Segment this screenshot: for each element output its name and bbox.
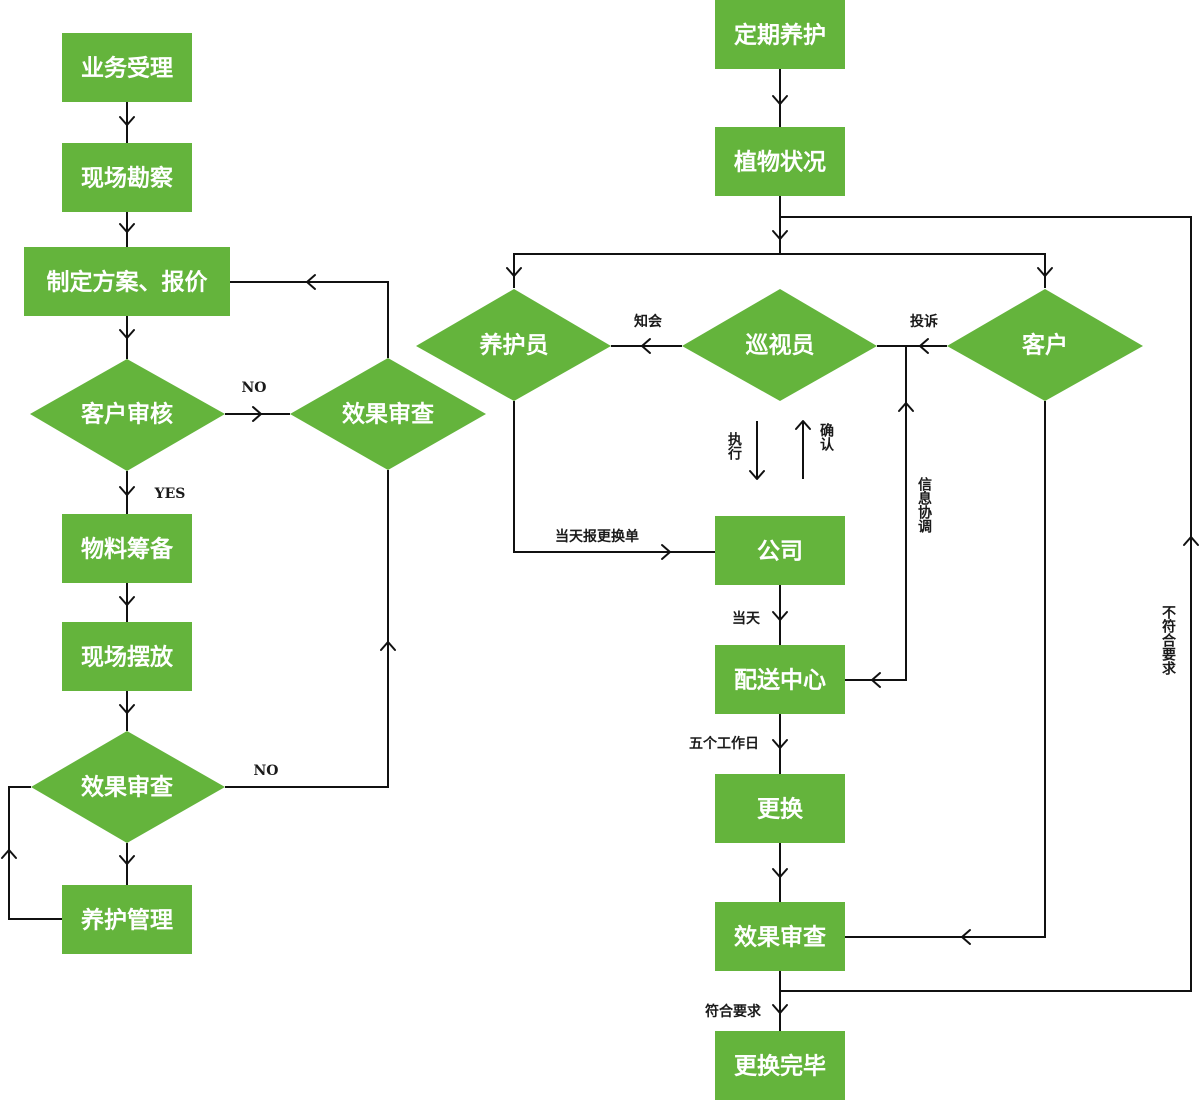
node-label: 效果审查 — [81, 774, 173, 801]
node-label: 巡视员 — [746, 332, 815, 359]
node-xianchang-baifang: 现场摆放 — [62, 622, 192, 691]
node-label: 更换 — [757, 796, 804, 823]
arrow-down-icon — [772, 739, 788, 749]
edge-xinxi-xietiao — [845, 346, 907, 681]
node-kehu: 客户 — [947, 289, 1143, 401]
node-xiaoguo-shencha-top: 效果审查 — [290, 358, 486, 470]
node-label: 业务受理 — [81, 55, 173, 82]
arrow-down-icon — [119, 596, 135, 606]
arrow-down-icon — [119, 116, 135, 126]
edge-shencha-left-no — [225, 470, 389, 788]
node-label: 客户审核 — [81, 401, 173, 428]
label-xinxi-xietiao: 信息协调 — [916, 476, 932, 534]
edge-split-branches — [513, 253, 1046, 288]
node-label: 效果审查 — [734, 924, 826, 951]
node-label: 定期养护 — [734, 22, 826, 49]
node-label: 现场勘察 — [81, 165, 174, 192]
node-label: 物料筹备 — [81, 536, 174, 563]
edge-bufuhe-loop — [780, 216, 1192, 992]
arrow-left-icon — [961, 929, 971, 945]
arrow-right-icon — [661, 544, 671, 560]
arrow-right-icon — [252, 406, 262, 422]
arrow-up-icon — [898, 402, 914, 412]
arrow-down-icon — [119, 704, 135, 714]
edge-labels: NO YES NO 知会 投诉 执行 确认 信息协调 当天报更换单 当天 五个工… — [154, 313, 1177, 1020]
node-label: 养护员 — [479, 332, 549, 359]
label-bufuhe-yaoqiu: 不符合要求 — [1160, 605, 1177, 676]
node-yanghuyuan: 养护员 — [416, 289, 611, 401]
arrow-up-icon — [1183, 536, 1199, 546]
node-xiaoguo-shencha-right: 效果审查 — [715, 902, 845, 971]
arrow-down-icon — [772, 611, 788, 621]
label-zhihui: 知会 — [634, 313, 663, 330]
arrow-up-icon — [795, 420, 811, 430]
connectors — [8, 69, 1192, 1031]
node-peisong-zhongxin: 配送中心 — [715, 645, 845, 714]
arrow-down-icon — [772, 868, 788, 878]
node-label: 现场摆放 — [81, 644, 174, 671]
node-xiaoguo-shencha-left: 效果审查 — [31, 731, 225, 843]
node-xunshiyuan: 巡视员 — [682, 289, 877, 401]
node-label: 配送中心 — [734, 667, 826, 694]
arrow-left-icon — [871, 672, 881, 688]
node-label: 养护管理 — [80, 907, 173, 934]
node-genghuan: 更换 — [715, 774, 845, 843]
node-label: 植物状况 — [734, 149, 826, 176]
arrow-down-icon — [1037, 267, 1053, 277]
label-no-1: NO — [242, 380, 267, 396]
label-tousu: 投诉 — [910, 313, 938, 330]
node-label: 公司 — [757, 538, 803, 565]
node-genghuan-wanbi: 更换完毕 — [715, 1031, 845, 1100]
arrow-down-icon — [772, 95, 788, 105]
node-gongsi: 公司 — [715, 516, 845, 585]
arrow-down-icon — [119, 855, 135, 865]
label-zhixing: 执行 — [726, 431, 743, 461]
label-no-2: NO — [254, 763, 279, 779]
label-wuge-gongzuori: 五个工作日 — [689, 735, 759, 752]
node-label: 更换完毕 — [734, 1053, 826, 1080]
edge-shencha-top-fangan — [230, 281, 389, 358]
node-kehu-shenhe: 客户审核 — [30, 359, 225, 471]
node-label: 效果审查 — [342, 401, 434, 428]
arrow-down-icon — [749, 470, 765, 480]
arrowheads — [1, 95, 1199, 1014]
node-wuliao-choubei: 物料筹备 — [62, 514, 192, 583]
arrow-left-icon — [641, 338, 651, 354]
arrow-down-icon — [119, 329, 135, 339]
arrow-left-icon — [306, 274, 316, 290]
node-yewu-shouli: 业务受理 — [62, 33, 192, 102]
arrow-up-icon — [380, 641, 396, 651]
arrow-down-icon — [772, 1004, 788, 1014]
node-zhiwu-zhuangkuang: 植物状况 — [715, 127, 845, 196]
label-fuhe-yaoqiu: 符合要求 — [704, 1003, 762, 1020]
arrow-down-icon — [119, 486, 135, 496]
node-zhiding-fangan: 制定方案、报价 — [24, 247, 230, 316]
node-label: 制定方案、报价 — [47, 269, 209, 296]
label-dangtian: 当天 — [732, 610, 761, 627]
node-dingqi-yanghu: 定期养护 — [715, 0, 845, 69]
arrow-left-icon — [919, 338, 929, 354]
arrow-down-icon — [119, 223, 135, 233]
label-dangtian-bao: 当天报更换单 — [555, 528, 639, 545]
label-queren: 确认 — [818, 422, 834, 452]
edge-guanli-loop — [8, 786, 62, 920]
label-yes: YES — [154, 486, 186, 502]
node-yanghu-guanli: 养护管理 — [62, 885, 192, 954]
node-label: 客户 — [1022, 332, 1068, 359]
edge-yanghu-gongsi — [513, 401, 715, 553]
node-xianchang-kancha: 现场勘察 — [62, 143, 192, 212]
arrow-down-icon — [506, 267, 522, 277]
arrow-down-icon — [772, 230, 788, 240]
arrow-up-icon — [1, 849, 17, 859]
edge-kehu-shencha — [845, 401, 1046, 938]
